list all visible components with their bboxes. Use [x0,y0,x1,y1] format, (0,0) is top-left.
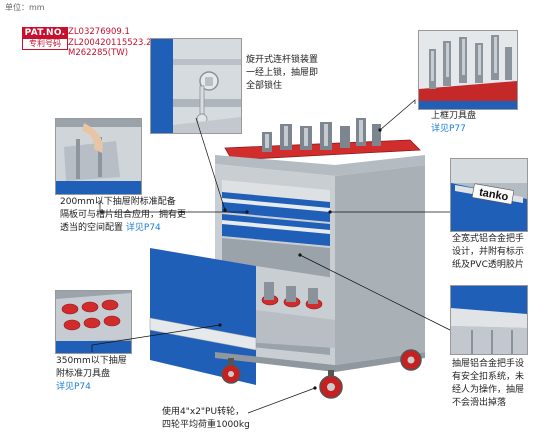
lock-callout: 旋开式连杆锁装置 一经上锁，抽屉即 全部锁住 [246,54,318,93]
safety-latch-thumbnail [450,285,528,355]
casters-callout: 使用4"x2"PU转轮， 四轮平均荷重1000kg [162,406,250,432]
callout-line: 全宽式铝合金把手 [452,234,525,244]
tool-tray-callout: 上框刀具盘 详见P77 [431,110,476,136]
drawer-2-handle [222,220,330,234]
callout-line: 纸及PVC透明胶片 [452,260,524,270]
handle-callout: 全宽式铝合金把手 设计，并附有标示 纸及PVC透明胶片 [452,233,524,272]
drawer-divider-illustration [56,119,141,194]
tool-tray-illustration [419,31,517,109]
patent-badge-top: PAT.NO. [23,28,67,39]
callout-line: 有安全扣系统，未 [452,372,525,382]
handle-label-thumbnail: tanko [450,158,528,232]
cabinet-top [215,155,425,176]
callout-line: 设计，并附有标示 [452,247,525,257]
caster-wheels [221,349,422,399]
patent-number: ZL03276909.1 [68,27,130,37]
patent-badge-bottom: 专利号码 [23,39,67,49]
see-page-link[interactable]: 详见P74 [56,382,91,392]
callout-line: 抽屉铝合金把手设 [452,359,525,369]
unit-label: 单位：mm [5,3,45,12]
tool-tray-thumbnail [418,30,518,110]
callout-line: 四轮平均荷重1000kg [162,420,250,430]
drawer-1-handle [222,198,330,212]
callout-line: 一经上锁，抽屉即 [246,68,319,78]
lock-thumbnail [150,38,242,134]
lock-illustration [151,39,241,133]
callout-line: 隔板可与槽片组合应用，拥有更 [60,210,187,220]
callout-line: 附标准刀具盘 [56,369,111,379]
callout-text: 透当的空间配置 [60,223,124,233]
callout-line: 上框刀具盘 [431,111,477,121]
callout-line: 旋开式连杆锁装置 [246,55,319,65]
drawer-350-callout: 350mm以下抽屉 附标准刀具盘 详见P74 [56,355,127,394]
patent-numbers: ZL03276909.1 ZL200420115523.2 M262285(TW… [68,27,152,59]
patent-number: M262285(TW) [68,48,129,58]
drawer-divider-thumbnail [55,118,142,195]
drawer-200-callout: 200mm以下抽屉附标准配备 隔板可与槽片组合应用，拥有更 透当的空间配置 详见… [60,196,186,235]
see-page-link[interactable]: 详见P77 [431,124,466,134]
drawer-2 [222,214,330,246]
handle-label-illustration [451,159,527,231]
callout-line: 使用4"x2"PU转轮， [162,407,245,417]
callout-line: 200mm以下抽屉附标准配备 [60,197,176,207]
see-page-link[interactable]: 详见P74 [125,223,161,233]
callout-line: 不会滑出掉落 [452,398,507,408]
safety-latch-callout: 抽屉铝合金把手设 有安全扣系统，未 经人为操作，抽屉 不会滑出掉落 [452,358,524,410]
patent-number: ZL200420115523.2 [68,37,152,48]
patent-badge: PAT.NO. 专利号码 [22,27,68,50]
callout-line: 经人为操作，抽屉 [452,385,525,395]
callout-line: 全部锁住 [246,81,283,91]
safety-latch-illustration [451,286,527,354]
callout-line: 透当的空间配置 详见P74 [60,222,186,235]
open-drawer-front [150,248,256,385]
cabinet-side [335,165,425,365]
callout-line: 350mm以下抽屉 [56,356,127,366]
